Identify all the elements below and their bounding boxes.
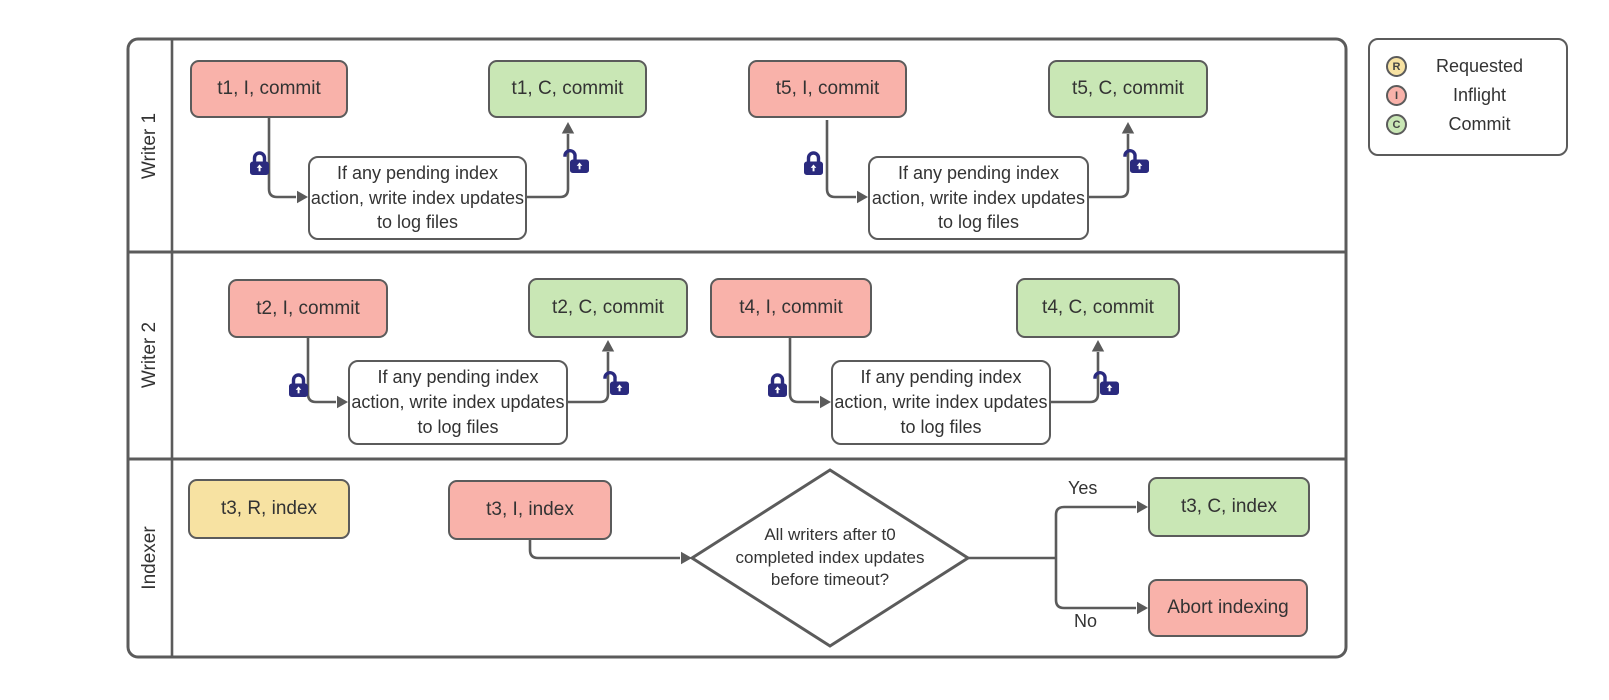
commit-state-icon: C [1386, 114, 1407, 135]
lane-label-writer1: Writer 1 [139, 112, 160, 180]
connector [788, 338, 819, 404]
decision-label: All writers after t0 completed index upd… [735, 525, 925, 590]
edge-label-no: No [1074, 611, 1098, 631]
arrowhead [820, 395, 831, 409]
requested-state-icon: R [1386, 56, 1407, 77]
lane-label-writer2: Writer 2 [139, 321, 160, 389]
arrowheads [297, 122, 1148, 615]
lock-open-icon [563, 149, 589, 173]
legend-item-requested: R Requested [1386, 52, 1552, 81]
connector [306, 338, 336, 404]
swimlane-frame [126, 37, 1348, 659]
connector [825, 120, 856, 199]
connector-yes [1054, 505, 1136, 558]
arrowhead [1091, 340, 1105, 352]
node-t2-inflight: t2, I, commit [228, 279, 388, 338]
connector [527, 134, 570, 199]
arrowhead [1121, 122, 1135, 134]
node-t5-commit: t5, C, commit [1048, 60, 1208, 118]
legend: R Requested I Inflight C Commit [1368, 38, 1568, 156]
connector-no [1054, 558, 1136, 610]
legend-label: Commit [1448, 114, 1511, 134]
legend-label: Requested [1435, 56, 1524, 76]
node-t3-commit: t3, C, index [1148, 477, 1310, 537]
lane-label-indexer: Indexer [139, 526, 160, 590]
lock-open-icon [1123, 149, 1149, 173]
node-t1-commit: t1, C, commit [488, 60, 647, 118]
node-t3-inflight: t3, I, index [448, 480, 612, 540]
legend-item-inflight: I Inflight [1386, 81, 1552, 110]
arrowhead [601, 340, 615, 352]
node-write-index-action: If any pending index action, write index… [868, 156, 1089, 240]
arrowhead [337, 395, 348, 409]
lock-closed-icon [804, 151, 823, 175]
arrowhead [681, 551, 692, 565]
legend-label: Inflight [1452, 85, 1507, 105]
node-t3-requested: t3, R, index [188, 479, 350, 539]
connector [528, 540, 680, 560]
node-abort-indexing: Abort indexing [1148, 579, 1308, 637]
arrowhead [1137, 601, 1148, 615]
node-write-index-action: If any pending index action, write index… [308, 156, 527, 240]
decision-diamond [689, 468, 971, 648]
lock-open-icon [603, 371, 629, 395]
lock-closed-icon [250, 151, 269, 175]
connector [1089, 134, 1130, 199]
node-write-index-action: If any pending index action, write index… [348, 360, 568, 445]
arrowhead [297, 190, 308, 204]
node-write-index-action: If any pending index action, write index… [831, 360, 1051, 445]
lock-open-icon [1093, 371, 1119, 395]
connector [568, 352, 610, 404]
legend-item-commit: C Commit [1386, 110, 1552, 139]
connectors [267, 118, 1136, 610]
node-t4-commit: t4, C, commit [1016, 278, 1180, 338]
arrowhead [1137, 500, 1148, 514]
arrowhead [561, 122, 575, 134]
node-t5-inflight: t5, I, commit [748, 60, 907, 118]
connector [267, 118, 296, 199]
edge-label-yes: Yes [1068, 478, 1098, 498]
node-t2-commit: t2, C, commit [528, 278, 688, 338]
inflight-state-icon: I [1386, 85, 1407, 106]
lock-closed-icon [289, 373, 308, 397]
node-t1-inflight: t1, I, commit [190, 60, 348, 118]
connector [1051, 352, 1100, 404]
node-t4-inflight: t4, I, commit [710, 278, 872, 338]
lock-closed-icon [768, 373, 787, 397]
arrowhead [857, 190, 868, 204]
